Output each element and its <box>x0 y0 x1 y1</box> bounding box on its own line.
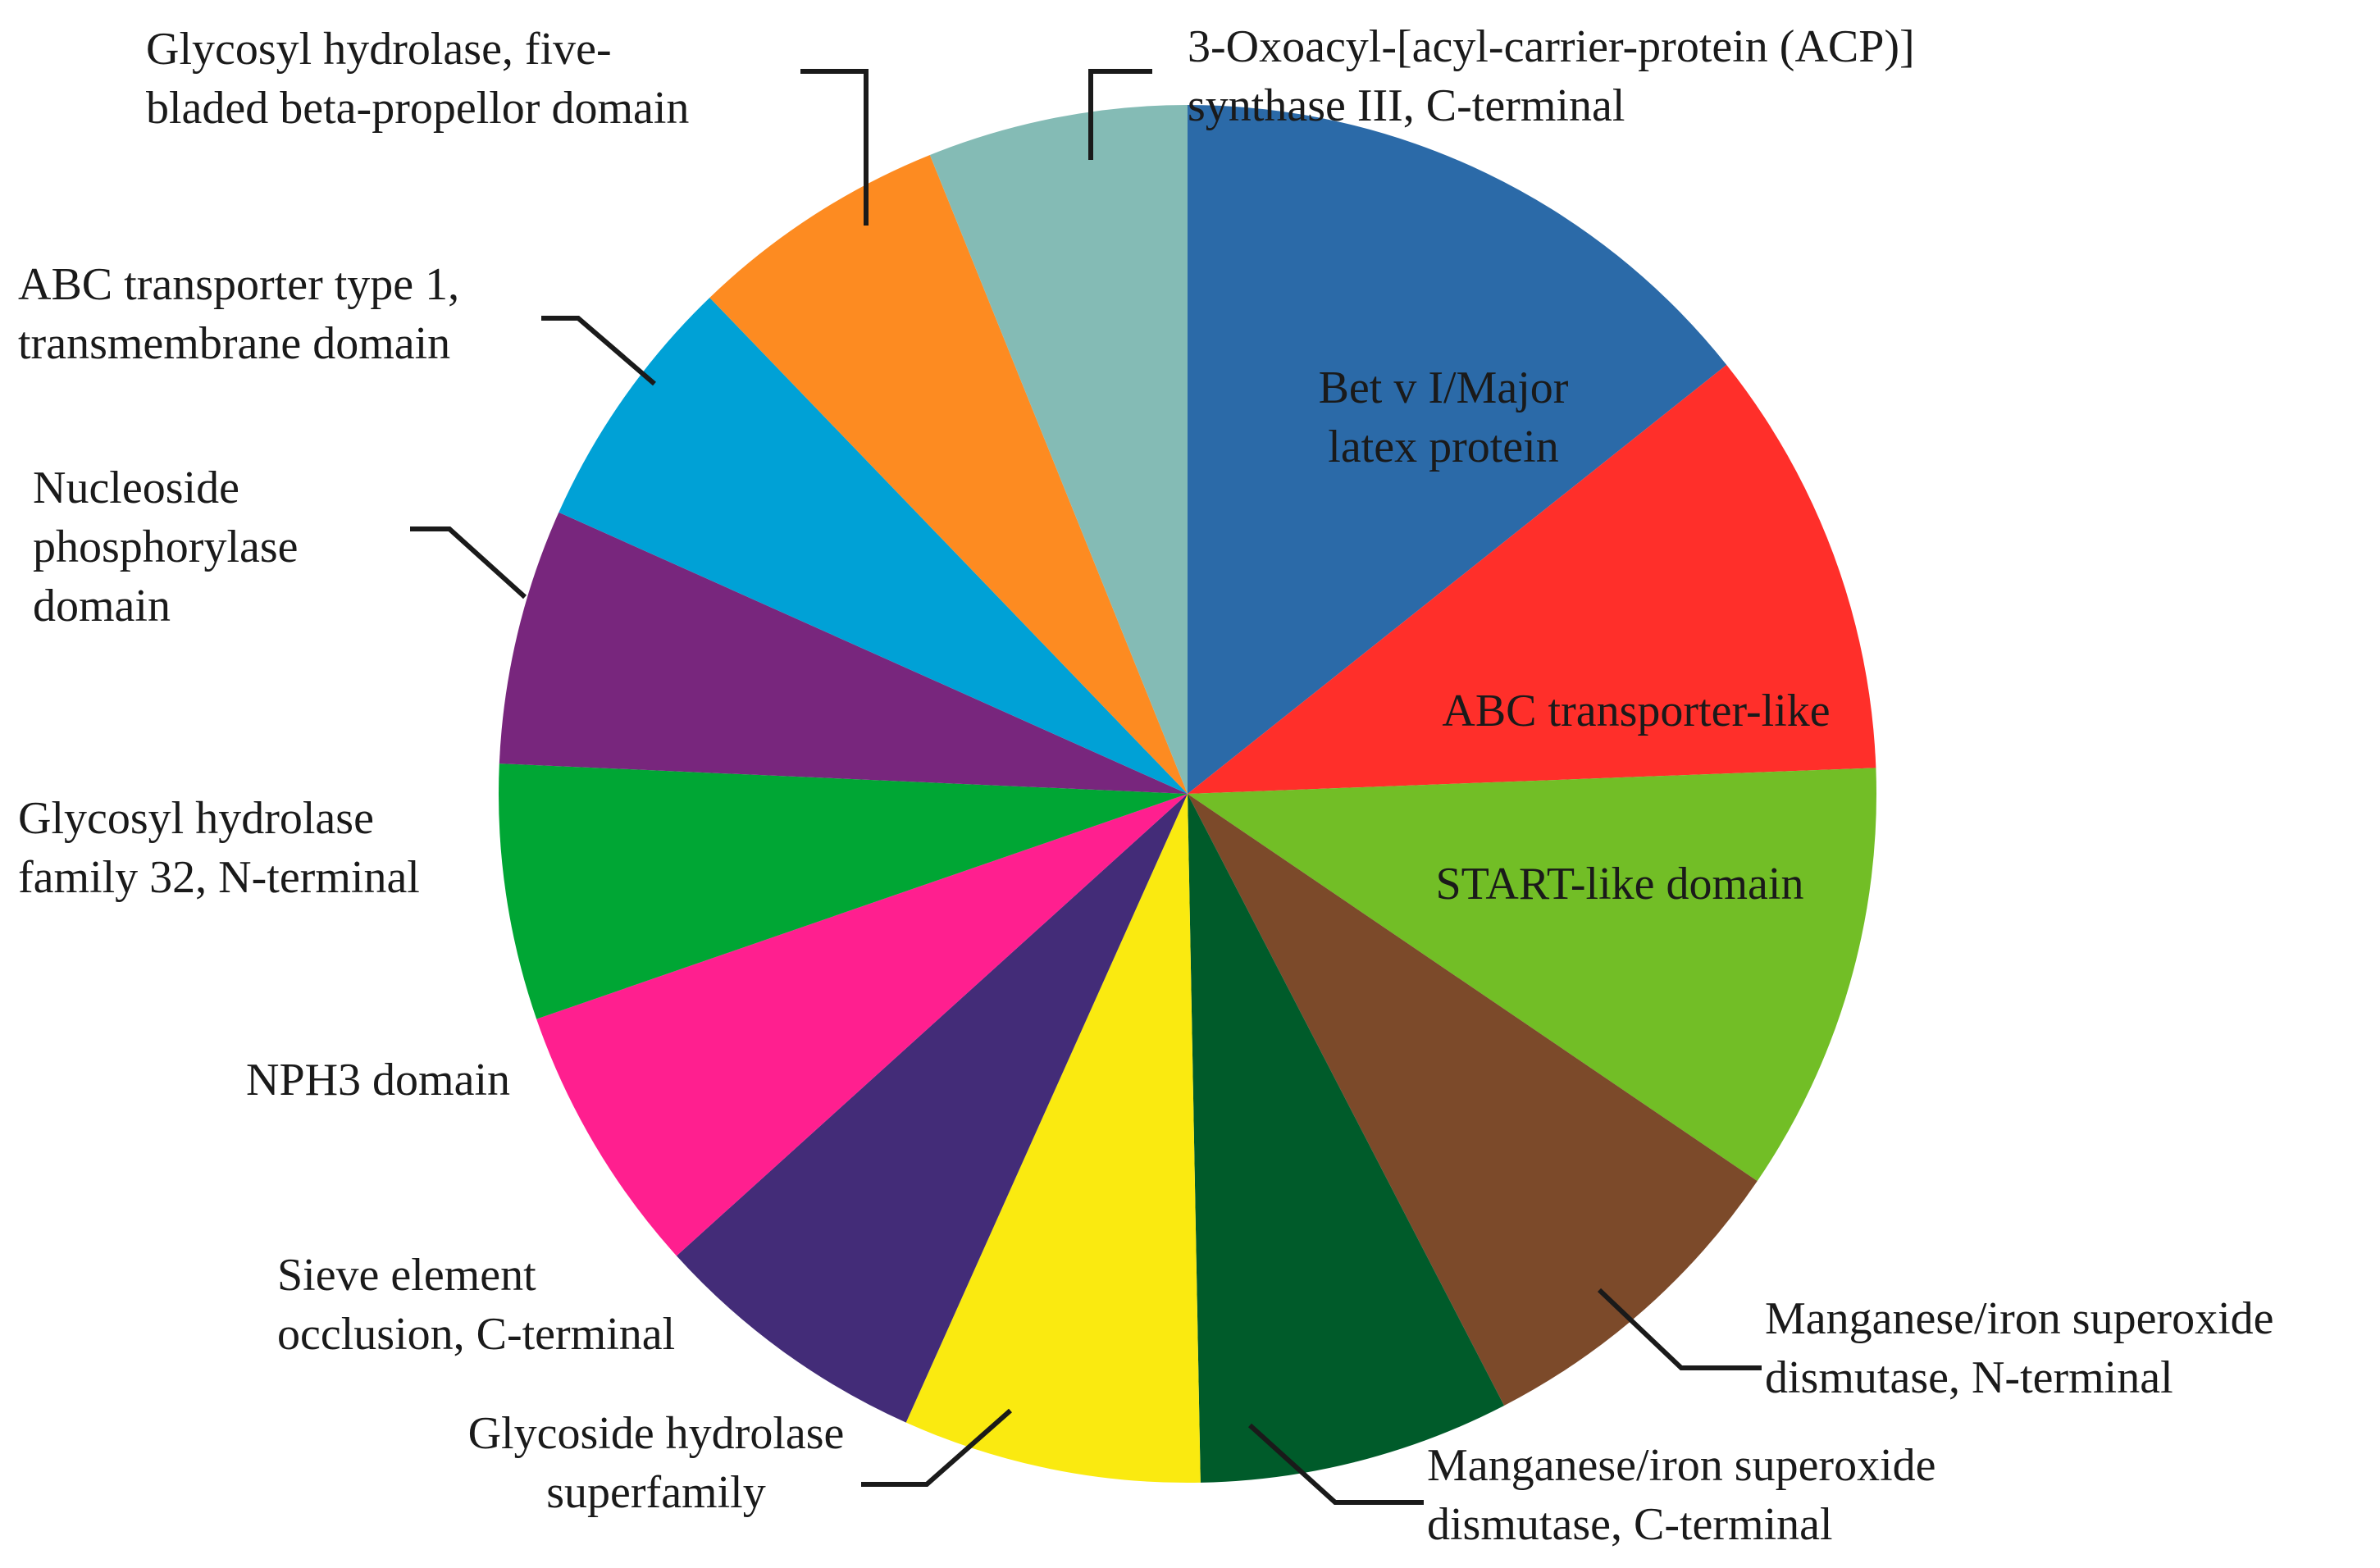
slice-label-line: Nucleoside <box>33 463 239 513</box>
slice-label-abc-transporter-like: ABC transporter-like <box>1442 686 1830 736</box>
slice-label-line: occlusion, C-terminal <box>277 1309 675 1360</box>
leader-line-manganese-iron-superoxide-dismutase-n-terminal <box>1597 1288 1762 1370</box>
leader-lines <box>410 69 1762 1505</box>
slice-label-manganese-iron-superoxide-dismutase-n-terminal: Manganese/iron superoxide dismutase, N-te… <box>1765 1293 2273 1403</box>
pie-slice-glycosyl-hydrolase-family-32-n-terminal <box>498 763 1188 1019</box>
slice-label-line: 3-Oxoacyl-[acyl-carrier-protein (ACP)] <box>1188 21 1915 72</box>
slice-label-line: superfamily <box>546 1467 765 1518</box>
slice-label-line: Manganese/iron superoxide <box>1427 1440 1935 1491</box>
pie-slice-glycoside-hydrolase-superfamily <box>905 794 1201 1483</box>
slice-label-start-like-domain: START-like domain <box>1436 859 1804 909</box>
slice-label-line: Bet v I/Major <box>1319 362 1569 413</box>
slice-label-line: synthase III, C-terminal <box>1188 80 1625 131</box>
pie-slice-3-oxoacyl-acyl-carrier-protein-acp-synthase-iii-c-terminal <box>929 105 1188 794</box>
pie-slice-nph3-domain <box>536 794 1188 1256</box>
pie-slice-start-like-domain <box>1188 768 1876 1182</box>
pie-slice-bet-v-i-major-latex-protein <box>1188 105 1727 794</box>
slice-label-glycosyl-hydrolase-five-bladed-beta-propellor-domain: Glycosyl hydrolase, five-bladed beta-pro… <box>146 24 689 134</box>
pie-slice-abc-transporter-like <box>1188 364 1876 794</box>
slice-label-line: Glycosyl hydrolase <box>18 793 374 844</box>
slice-label-line: ABC transporter-like <box>1442 686 1830 736</box>
pie-slice-glycosyl-hydrolase-five-bladed-beta-propellor-domain <box>709 154 1188 794</box>
slice-label-bet-v-i-major-latex-protein: Bet v I/Major latex protein <box>1319 362 1569 472</box>
slice-label-line: ABC transporter type 1, <box>18 259 459 310</box>
slice-label-nucleoside-phosphorylase-domain: Nucleoside phosphorylase domain <box>33 463 299 631</box>
slice-label-3-oxoacyl-acyl-carrier-protein-acp-synthase-iii-c-terminal: 3-Oxoacyl-[acyl-carrier-protein (ACP)] sy… <box>1188 21 1915 131</box>
slice-label-line: Sieve element <box>277 1250 536 1301</box>
slice-label-abc-transporter-type-1-transmembrane-domain: ABC transporter type 1, transmembrane dom… <box>18 259 459 369</box>
slice-label-line: dismutase, C-terminal <box>1427 1499 1833 1550</box>
slice-label-line: Glycosyl hydrolase, five- <box>146 24 612 75</box>
slice-label-line: transmembrane domain <box>18 318 450 369</box>
pie-slice-manganese-iron-superoxide-dismutase-n-terminal <box>1188 794 1758 1406</box>
slice-label-line: NPH3 domain <box>246 1055 510 1105</box>
slice-label-line: phosphorylase <box>33 522 299 572</box>
pie-slice-abc-transporter-type-1-transmembrane-domain <box>559 297 1188 794</box>
slice-label-line: Glycoside hydrolase <box>468 1408 845 1459</box>
slice-label-nph3-domain: NPH3 domain <box>246 1055 510 1105</box>
pie-slices <box>498 105 1876 1483</box>
leader-line-3-oxoacyl-acyl-carrier-protein-acp-synthase-iii-c-terminal <box>1088 69 1152 160</box>
leader-line-nucleoside-phosphorylase-domain <box>410 526 527 599</box>
slice-label-glycosyl-hydrolase-family-32-n-terminal: Glycosyl hydrolase family 32, N-terminal <box>18 793 420 903</box>
slice-label-line: latex protein <box>1328 422 1558 472</box>
pie-slice-nucleoside-phosphorylase-domain <box>499 512 1188 794</box>
leader-line-manganese-iron-superoxide-dismutase-c-terminal <box>1247 1423 1424 1505</box>
slice-label-sieve-element-occlusion-c-terminal: Sieve element occlusion, C-terminal <box>277 1250 675 1360</box>
pie-slice-sieve-element-occlusion-c-terminal <box>676 794 1188 1423</box>
leader-line-glycosyl-hydrolase-five-bladed-beta-propellor-domain <box>800 69 869 226</box>
slice-label-line: domain <box>33 581 171 631</box>
leader-line-glycoside-hydrolase-superfamily <box>861 1408 1012 1487</box>
slice-label-line: family 32, N-terminal <box>18 852 420 903</box>
slice-label-line: bladed beta-propellor domain <box>146 83 689 134</box>
slice-label-line: START-like domain <box>1436 859 1804 909</box>
slice-label-glycoside-hydrolase-superfamily: Glycoside hydrolase superfamily <box>468 1408 845 1518</box>
slice-label-line: dismutase, N-terminal <box>1765 1352 2173 1403</box>
slice-label-manganese-iron-superoxide-dismutase-c-terminal: Manganese/iron superoxide dismutase, C-te… <box>1427 1440 1935 1550</box>
pie-slice-manganese-iron-superoxide-dismutase-c-terminal <box>1188 794 1505 1483</box>
leader-line-abc-transporter-type-1-transmembrane-domain <box>541 316 656 386</box>
slice-label-line: Manganese/iron superoxide <box>1765 1293 2273 1344</box>
